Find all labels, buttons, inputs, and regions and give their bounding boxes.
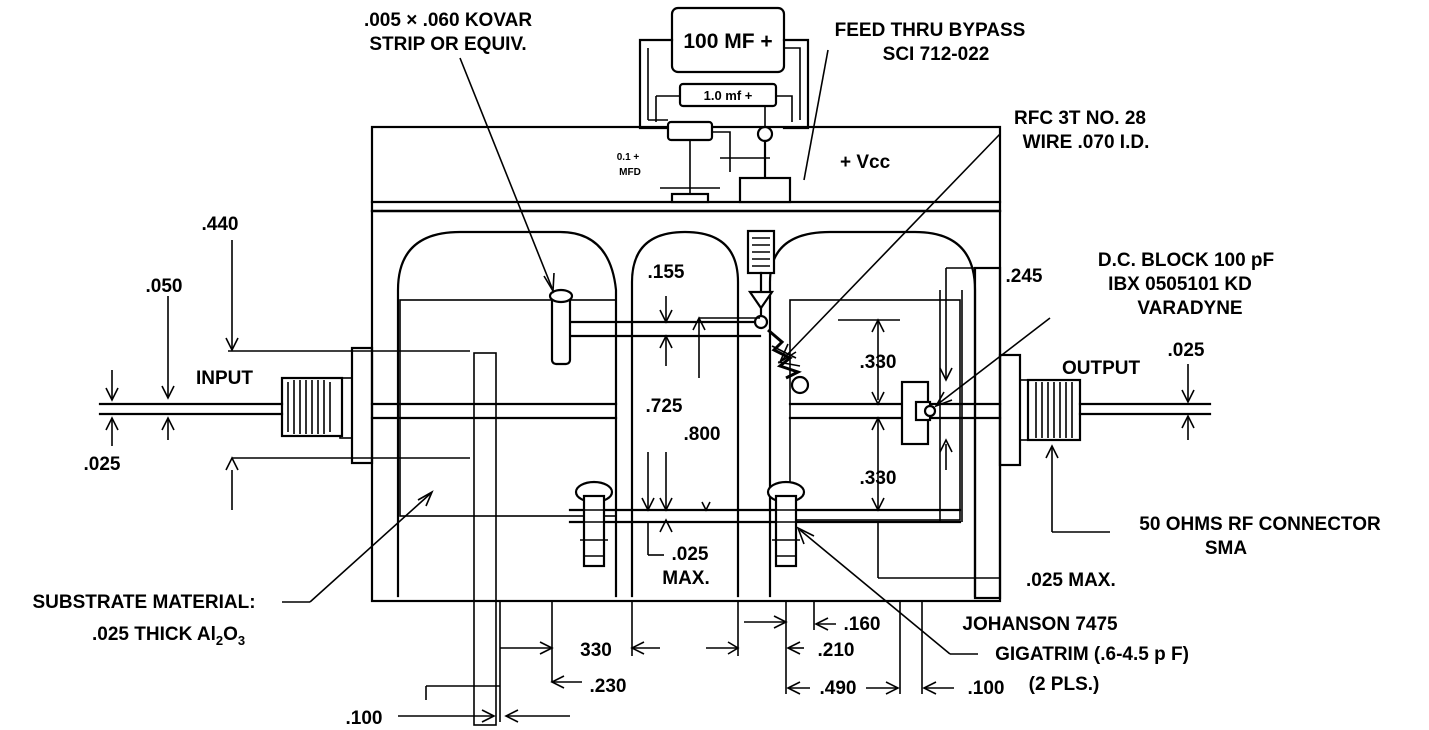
- output-label: OUTPUT: [1062, 358, 1141, 379]
- dim-210: .210: [818, 640, 855, 661]
- dim-490: .490: [820, 678, 857, 699]
- dimension-labels: .440 .050 .025 .155 .725 .800 .330 .330 …: [84, 214, 1205, 729]
- dim-100-right: .100: [968, 678, 1005, 699]
- feedthru-label-line2: SCI 712-022: [883, 44, 990, 65]
- trimmer-capacitor-left: [574, 480, 614, 568]
- max-025-mid-label-b: MAX.: [662, 568, 710, 589]
- labels: .005 × .060 KOVAR STRIP OR EQUIV. 100 MF…: [32, 10, 1381, 695]
- dim-245: .245: [1006, 266, 1043, 287]
- connector-label-line2: SMA: [1205, 538, 1248, 559]
- dim-330-bottom: 330: [580, 640, 612, 661]
- dimension-lines: [105, 240, 1195, 723]
- cap-01-label-line2: MFD: [619, 167, 641, 178]
- output-flange: [973, 266, 1033, 600]
- dim-100-bottom: .100: [346, 708, 383, 729]
- dc-block-capacitor: [900, 380, 937, 446]
- kovar-label-line2: STRIP OR EQUIV.: [369, 34, 526, 55]
- output-sma-connector: [1026, 378, 1212, 442]
- input-flange: [339, 346, 374, 465]
- dim-155: .155: [648, 262, 685, 283]
- vcc-label: + Vcc: [840, 152, 891, 173]
- microstrip-lines: [370, 290, 1002, 726]
- max-025-right-label: .025 MAX.: [1026, 570, 1116, 591]
- kovar-strip: [548, 288, 574, 366]
- dim-025-output: .025: [1168, 340, 1205, 361]
- substrate-label-line2: .025 THICK Al2O3: [92, 624, 245, 648]
- connector-label-line1: 50 OHMS RF CONNECTOR: [1139, 514, 1381, 535]
- dim-725: .725: [646, 396, 683, 417]
- rfc-label-line1: RFC 3T NO. 28: [1014, 108, 1146, 129]
- rf-choke: [746, 229, 810, 395]
- dim-160: .160: [844, 614, 881, 635]
- dim-330-lower: .330: [860, 468, 897, 489]
- johanson-label-line1: JOHANSON 7475: [962, 614, 1118, 635]
- feedthru-label-line1: FEED THRU BYPASS: [835, 20, 1026, 41]
- trimmer-capacitor-right: [766, 480, 806, 568]
- substrate-label-line1: SUBSTRATE MATERIAL:: [32, 592, 255, 613]
- rfc-label-line2: WIRE .070 I.D.: [1023, 132, 1150, 153]
- dcblock-label-line1: D.C. BLOCK 100 pF: [1098, 250, 1274, 271]
- leader-lines: [282, 49, 1110, 655]
- dim-050: .050: [146, 276, 183, 297]
- cap-100mf-label: 100 MF +: [683, 30, 772, 53]
- johanson-label-line2: GIGATRIM (.6-4.5 p F): [995, 644, 1189, 665]
- dim-025-left-bottom: .025: [84, 454, 121, 475]
- dim-230: .230: [590, 676, 627, 697]
- max-025-mid-label-a: .025: [672, 544, 709, 565]
- input-label: INPUT: [196, 368, 253, 389]
- cap-1mf-label: 1.0 mf +: [704, 88, 753, 103]
- dim-440: .440: [202, 214, 239, 235]
- input-sma-connector: [98, 376, 344, 438]
- bypass-capacitor-network: [638, 6, 810, 204]
- dim-330-upper: .330: [860, 352, 897, 373]
- kovar-label-line1: .005 × .060 KOVAR: [364, 10, 532, 31]
- dim-800: .800: [684, 424, 721, 445]
- dcblock-label-line2: IBX 0505101 KD: [1108, 274, 1252, 295]
- dcblock-label-line3: VARADYNE: [1137, 298, 1242, 319]
- johanson-label-line3: (2 PLS.): [1029, 674, 1100, 695]
- cap-01-label-line1: 0.1 +: [617, 152, 640, 163]
